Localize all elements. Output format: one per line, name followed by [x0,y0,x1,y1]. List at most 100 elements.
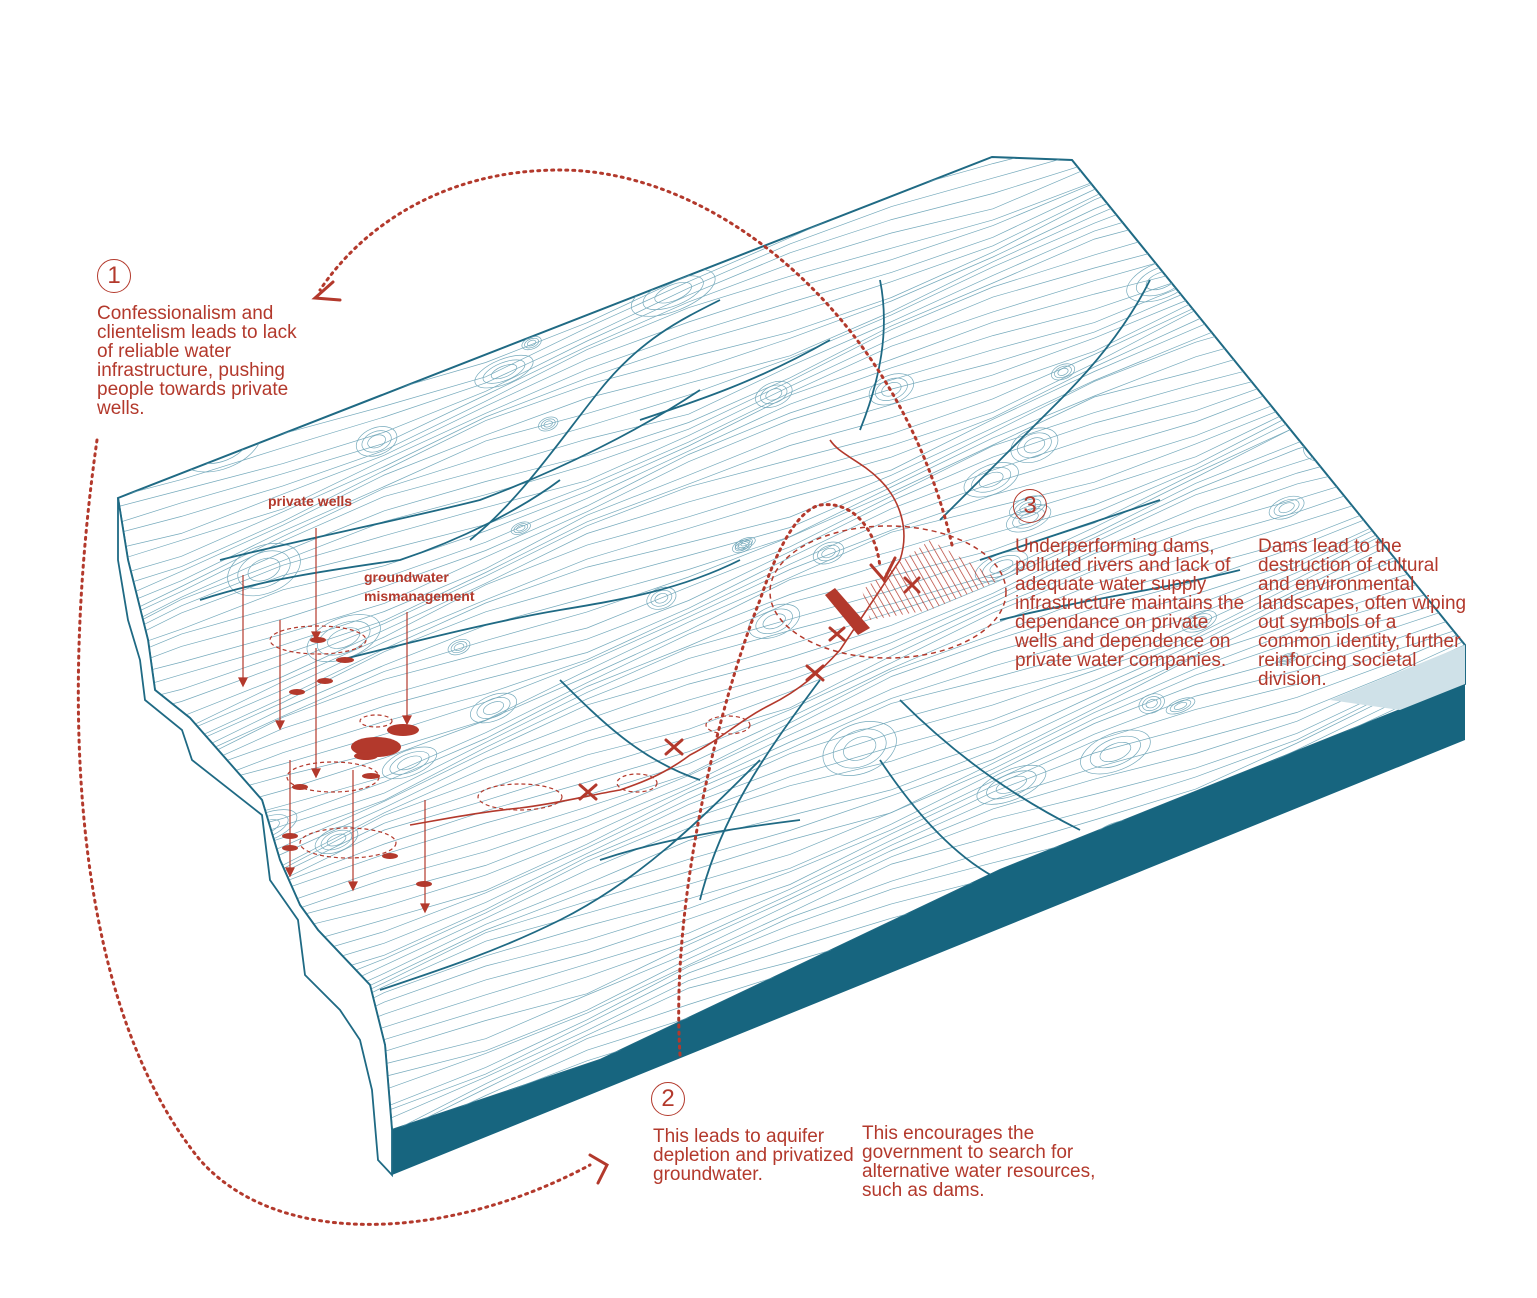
contour-ring [324,334,376,365]
arrowheads [311,280,609,1185]
dam-zone-circle [769,525,1007,659]
step-3-secondary-text: Dams lead to the destruction of cultural… [1258,536,1467,690]
contour-ring [1273,499,1300,517]
contour-line [118,387,1465,930]
contour-ring [326,833,347,847]
step-3-text: Underperforming dams, polluted rivers an… [1015,536,1245,671]
contour-line [118,437,1465,978]
contour-ring [355,426,398,457]
contour-ring [650,589,673,607]
contour-ring [732,539,753,554]
contour-ring [482,359,526,384]
contour-ring [450,641,468,654]
contour-ring [1300,329,1362,376]
river-network [199,279,1241,991]
contour-ring [765,388,783,401]
contour-ring [1080,729,1151,775]
contour-ring [755,608,793,635]
contour-ring [447,638,471,656]
contour-ring [397,755,422,771]
contour-line [118,157,1465,517]
contour-ring [1057,367,1069,376]
contour-ring [513,523,529,534]
contour-ring [327,627,361,649]
contour-ring [821,547,836,559]
contour-ring [336,281,359,295]
contour-ring [755,380,793,408]
contour-ring [1181,610,1217,633]
contour-ring [1268,495,1305,520]
contour-line [118,157,1465,623]
step-3-number: 3 [1013,489,1047,523]
contour-ring [237,550,291,589]
contour-ring [1023,437,1046,454]
step-1-number: 1 [97,259,131,293]
contour-ring [334,340,366,359]
contour-ring [1191,616,1208,627]
contour-line [118,303,1465,845]
contour-ring [1054,365,1072,379]
contour-ring [843,736,877,761]
contour-ring [453,643,465,651]
contour-ring [1169,699,1192,713]
contour-ring [1281,655,1293,663]
contour-ring [1138,693,1165,714]
contour-ring [762,613,786,630]
contour-ring [817,544,840,562]
contour-ring [1288,321,1373,385]
block-front-face [392,684,1465,1175]
contour-line [118,443,1465,984]
contour-ring [376,257,412,283]
contour-ring [1278,654,1296,664]
polluted-river [409,439,905,826]
contour-line [118,157,1465,587]
step-2-number: 2 [651,1082,685,1116]
contour-ring [317,620,371,656]
contour-ring [543,420,553,428]
check-icon [869,556,897,583]
contour-ring [995,775,1027,794]
contour-ring [470,692,517,724]
groundwater-arrows [238,528,430,914]
contour-line [118,466,1465,1011]
contour-line [118,157,1465,544]
contour-ring [734,541,750,552]
block-right-face [1330,645,1465,710]
contour-ring [367,434,386,449]
contour-ring [1050,363,1076,381]
contour-ring [989,559,1014,574]
contour-ring [1145,698,1158,709]
contour-line [118,157,1465,536]
contour-ring [822,721,897,776]
step-2-secondary-text: This encourages the government to search… [862,1123,1096,1201]
contour-ring [1089,735,1141,769]
contour-ring [510,521,531,535]
contour-ring [1099,741,1132,763]
contour-ring [737,543,747,550]
failure-x-marks [578,576,921,801]
contour-ring [327,364,375,397]
contour-line [118,157,1465,230]
contour-ring [227,543,301,597]
step-2-text: This leads to aquifer depletion and priv… [653,1126,854,1185]
contour-ring [524,337,539,349]
contour-ring [526,339,537,347]
contour-line [118,418,1465,951]
contour-line [118,359,1465,902]
contour-line [118,313,1465,851]
contour-ring [389,751,430,775]
contour-line [118,294,1465,839]
contour-line [118,157,1465,558]
contour-ring [516,525,526,532]
block-left-edge [117,497,393,1178]
contour-ring [315,328,385,370]
contour-ring [483,701,504,715]
contour-line [118,349,1465,886]
contour-ring [1278,502,1295,514]
contour-line [118,453,1465,995]
contour-ring [1142,696,1162,712]
step-1-text: Confessionalism and clientelism leads to… [97,303,297,419]
dam-structure [825,588,870,635]
contour-line [118,157,1465,507]
